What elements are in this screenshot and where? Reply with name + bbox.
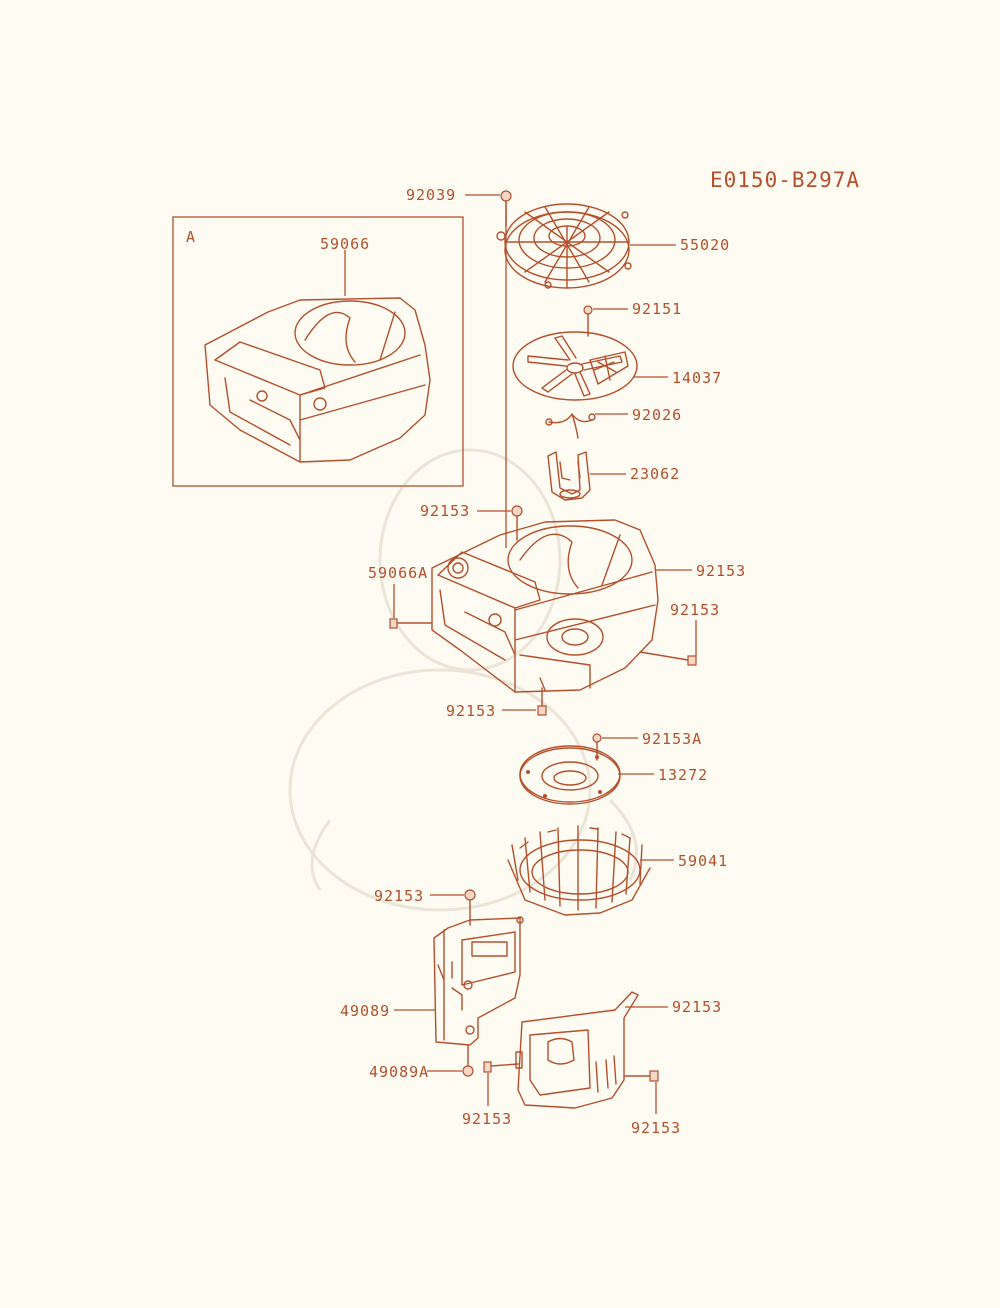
part-92153-screw-49089-bottom: [462, 1044, 474, 1077]
callout-59041: 59041: [678, 852, 728, 870]
part-59041-fan: [507, 825, 651, 916]
callout-92026: 92026: [632, 406, 682, 424]
inset-box: [172, 216, 464, 487]
part-92153-screw-49089-top: [464, 889, 476, 926]
diagram-code: E0150-B297A: [710, 168, 860, 192]
callout-92153-49089A-left: 92153: [462, 1110, 512, 1128]
callout-13272: 13272: [658, 766, 708, 784]
callout-49089: 49089: [340, 1002, 390, 1020]
callout-92153-bottom: 92153: [446, 702, 496, 720]
part-49089-cover: [433, 916, 524, 1046]
part-23062-bracket: [547, 451, 591, 501]
callout-92153-left: 59066A: [368, 564, 428, 582]
part-49089A-cover: [515, 991, 639, 1109]
part-92039-screw: [496, 190, 512, 241]
callout-92153-49089-top: 92153: [374, 887, 424, 905]
callout-92151: 92151: [632, 300, 682, 318]
callout-14037: 14037: [672, 369, 722, 387]
part-14037-plate: [512, 331, 638, 401]
part-92153-screw-top: [511, 505, 523, 541]
part-92026-clip: [545, 413, 596, 439]
part-92153-screw-left: [389, 618, 433, 629]
part-92153-screw-49089A-left: [483, 1061, 519, 1073]
part-92153-screw-bottom: [537, 687, 547, 716]
part-92153-screw-49089A-right: [623, 1070, 659, 1082]
callout-59066A: 92153: [696, 562, 746, 580]
callout-23062: 23062: [630, 465, 680, 483]
callout-55020: 55020: [680, 236, 730, 254]
watermark-mascot: [288, 448, 639, 912]
part-55020-screen: [504, 203, 632, 289]
callout-92153-right: 92153: [670, 601, 720, 619]
callout-92153-top: 92153: [420, 502, 470, 520]
callout-59066: 59066: [320, 235, 370, 253]
part-13272-plate: [519, 745, 621, 805]
inset-label: A: [186, 228, 196, 246]
callout-49089A: 92153: [672, 998, 722, 1016]
part-59066-shroud: [204, 297, 431, 463]
callout-92039: 92039: [406, 186, 456, 204]
part-92151-screw: [583, 305, 593, 337]
part-59066A-shroud: [431, 519, 659, 693]
callout-92153-49089A-right: 92153: [631, 1119, 681, 1137]
part-92153-screw-right: [639, 651, 697, 666]
callout-92153-49089-bottom: 49089A: [369, 1063, 429, 1081]
callout-92153A: 92153A: [642, 730, 702, 748]
